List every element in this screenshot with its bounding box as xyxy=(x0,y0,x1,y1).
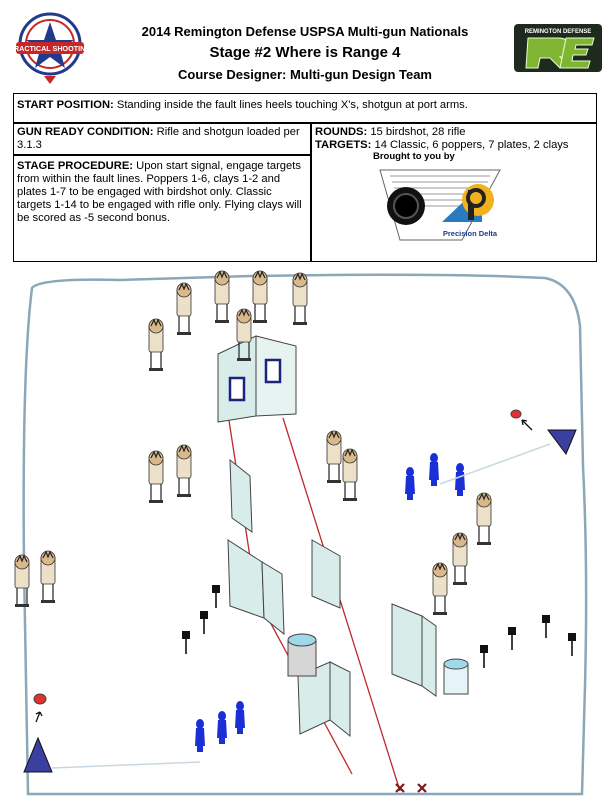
targets-line: TARGETS: 14 Classic, 6 poppers, 7 plates… xyxy=(315,139,593,152)
start-x-marks xyxy=(395,783,427,793)
rounds-label: ROUNDS: xyxy=(315,126,368,138)
gun-ready-box: GUN READY CONDITION: Rifle and shotgun l… xyxy=(13,123,311,155)
stage-procedure-label: STAGE PROCEDURE: xyxy=(17,160,134,172)
walls xyxy=(227,458,437,738)
targets-text: 14 Classic, 6 poppers, 7 plates, 2 clays xyxy=(374,139,569,151)
barrel-top-blue xyxy=(287,633,317,647)
stage-title: Stage #2 Where is Range 4 xyxy=(209,44,401,61)
window-left xyxy=(228,376,246,402)
arrow-right-icon xyxy=(521,419,533,431)
start-position-text: Standing inside the fault lines heels to… xyxy=(116,99,468,111)
remington-defense-logo: REMINGTON DEFENSE xyxy=(514,24,602,72)
clay-right xyxy=(510,409,522,419)
stage-procedure-box: STAGE PROCEDURE: Upon start signal, enga… xyxy=(13,155,311,262)
start-position-box: START POSITION: Standing inside the faul… xyxy=(13,93,597,123)
svg-text:REMINGTON DEFENSE: REMINGTON DEFENSE xyxy=(525,29,592,35)
stage-diagram xyxy=(14,270,588,796)
rounds-text: 15 birdshot, 28 rifle xyxy=(370,126,466,138)
targets-label: TARGETS: xyxy=(315,139,372,151)
stage-header: PRACTICAL SHOOTING 2014 Remington Defens… xyxy=(0,0,607,92)
start-position-label: START POSITION: xyxy=(17,99,114,111)
sponsor-line: Brought to you by xyxy=(373,151,455,162)
fault-line-right xyxy=(282,417,401,792)
window-right xyxy=(264,358,282,384)
svg-text:PRACTICAL SHOOTING: PRACTICAL SHOOTING xyxy=(14,44,86,53)
window-wall xyxy=(217,335,297,423)
course-designer: Course Designer: Multi-gun Design Team xyxy=(177,67,432,82)
arrow-left-icon xyxy=(35,711,43,723)
rounds-targets-box: ROUNDS: 15 birdshot, 28 rifle TARGETS: 1… xyxy=(311,123,597,262)
barrels xyxy=(287,633,469,695)
stage-procedure-text: Upon start signal, engage targets from w… xyxy=(17,160,302,224)
gun-ready-label: GUN READY CONDITION: xyxy=(17,126,154,138)
precision-delta-logo-text: Precision Delta xyxy=(443,229,498,238)
clay-left xyxy=(33,693,47,705)
uspsa-seal-logo: PRACTICAL SHOOTING xyxy=(9,12,91,86)
gun-ready-text: Rifle and shotgun loaded per 3.1.3 xyxy=(17,126,300,151)
rounds-line: ROUNDS: 15 birdshot, 28 rifle xyxy=(315,126,593,139)
match-title: 2014 Remington Defense USPSA Multi-gun N… xyxy=(141,24,469,39)
clay-thrower-right xyxy=(439,409,577,485)
precision-delta-logo: Precision Delta xyxy=(370,162,510,252)
clay-thrower-left xyxy=(23,693,201,773)
